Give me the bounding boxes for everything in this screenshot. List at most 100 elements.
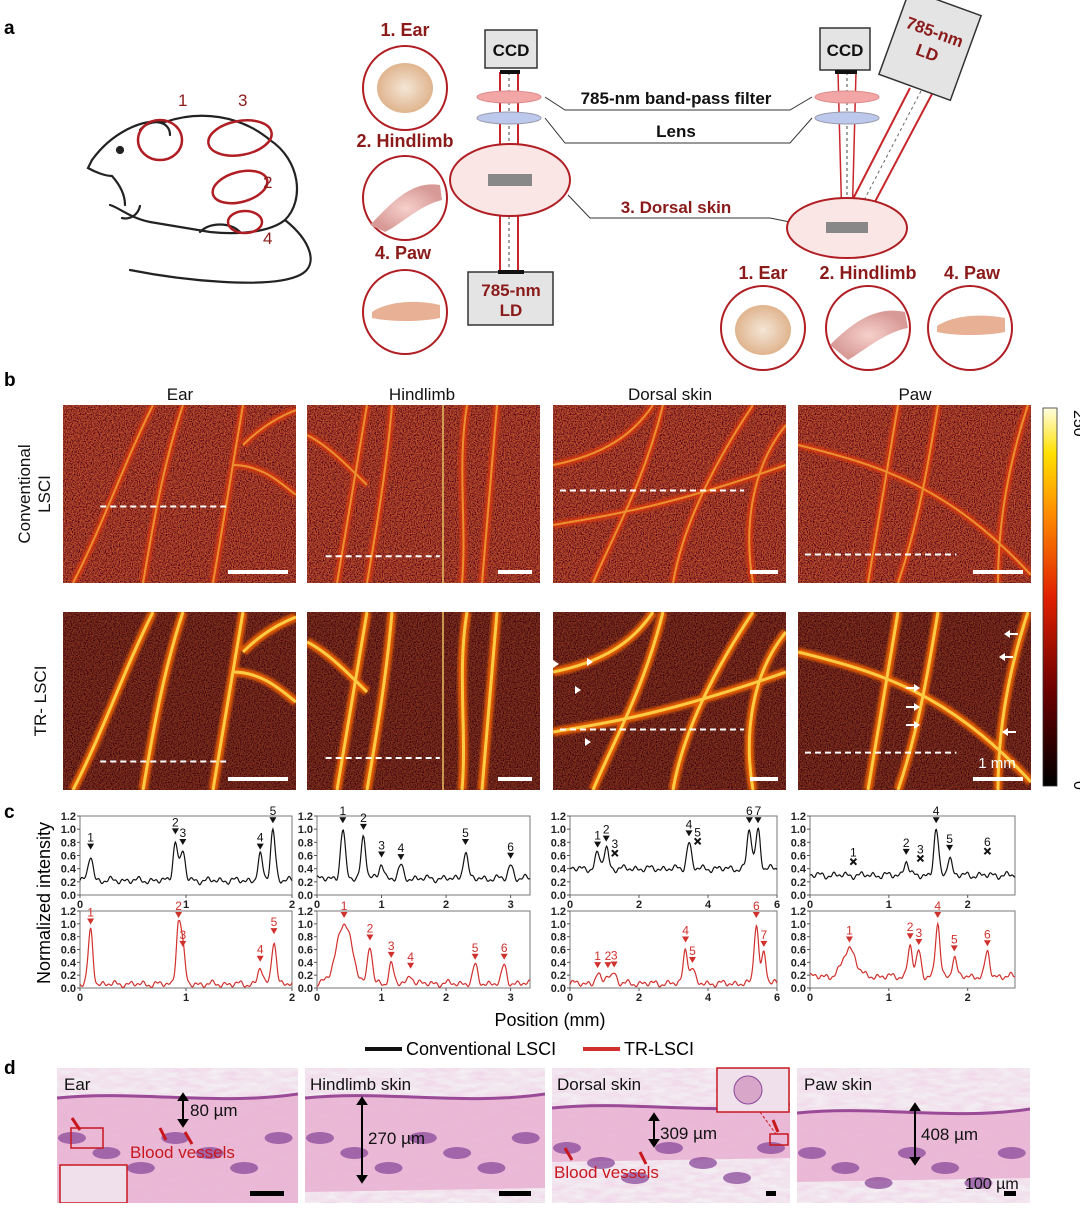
peak-label: 7 [755, 804, 762, 818]
profile-line [569, 924, 778, 988]
profile-line [316, 923, 531, 988]
x-tick-label: 0 [314, 899, 320, 911]
x-tick-label: 0 [807, 899, 813, 911]
profile-line [809, 921, 1016, 981]
scale-bar [498, 777, 532, 781]
peak-marker-triangle [87, 918, 95, 925]
profile-line [79, 826, 293, 886]
peak-marker-triangle [175, 912, 183, 919]
epidermis [797, 1107, 1030, 1116]
scale-bar [973, 777, 1023, 781]
gland [306, 1132, 334, 1144]
peak-marker-triangle [378, 851, 386, 858]
y-tick-label: 0.2 [791, 970, 806, 982]
white-arrowhead-icon [1004, 630, 1010, 638]
gland [997, 1147, 1026, 1159]
red-arrow-icon [638, 1151, 648, 1165]
y-tick-label: 0.0 [551, 890, 566, 902]
y-tick-label: 1.0 [791, 919, 806, 931]
x-tick-label: 2 [443, 992, 449, 1004]
row-label-conventional-line2: LSCI [35, 475, 54, 513]
y-tick-label: 0.0 [298, 890, 313, 902]
peak-label: 2 [605, 949, 612, 963]
gland [655, 1142, 683, 1154]
white-arrowhead-icon [587, 658, 593, 666]
y-tick-label: 0.2 [791, 877, 806, 889]
speckle-image-tr-hindlimb [307, 612, 540, 790]
y-tick-label: 1.0 [298, 824, 313, 836]
gland [92, 1147, 121, 1159]
dorsal-skin-label: 3. Dorsal skin [621, 198, 732, 217]
gland [443, 1147, 472, 1159]
mouse-region-markers [136, 118, 273, 235]
y-tick-label: 0.8 [298, 837, 313, 849]
peak-label: 2 [903, 836, 910, 850]
ear-photo [362, 45, 448, 131]
white-arrowhead-icon [553, 660, 559, 668]
peak-label: 3 [915, 926, 922, 940]
panel-label-a: a [4, 18, 15, 39]
x-tick-label: 0 [567, 899, 573, 911]
gland [897, 1147, 926, 1159]
peak-marker-triangle [845, 936, 853, 943]
histology-title-paw: Paw skin [804, 1075, 872, 1094]
gland [723, 1172, 751, 1184]
y-tick-label: 1.0 [791, 824, 806, 836]
gland [757, 1142, 785, 1154]
scale-bar [750, 570, 778, 574]
gland [161, 1132, 190, 1144]
scale-bar [498, 570, 532, 574]
peak-label: 6 [501, 941, 508, 955]
peak-label: 3 [611, 948, 618, 962]
callout-lines [544, 96, 813, 223]
scale-bar [499, 1191, 531, 1196]
red-arrow-icon [563, 1147, 574, 1161]
y-tick-label: 0.4 [791, 864, 807, 876]
speckle-image-conventional-hindlimb [307, 405, 540, 583]
profile-line [79, 920, 293, 989]
scale-bar [766, 1191, 776, 1196]
gland [264, 1132, 293, 1144]
histology-image-paw [797, 1068, 1030, 1203]
y-tick-label: 0.2 [551, 970, 566, 982]
gland [408, 1132, 437, 1144]
peak-marker-triangle [915, 939, 923, 946]
peak-marker-triangle [461, 838, 469, 845]
left-ld-label-line1: 785-nm [481, 281, 541, 300]
colorbar-min-label: 0 [1070, 781, 1080, 790]
peak-marker-triangle [752, 912, 760, 919]
gland [553, 1142, 581, 1154]
y-tick-label: 0.0 [791, 983, 806, 995]
peak-marker-triangle [902, 848, 910, 855]
colorbar [1042, 407, 1058, 787]
gland [340, 1147, 369, 1159]
peak-marker-triangle [179, 838, 187, 845]
peak-label: 3 [179, 928, 186, 942]
gland [126, 1162, 155, 1174]
speckle-image-tr-paw: 1 mm [798, 612, 1031, 790]
y-tick-label: 0.0 [551, 983, 566, 995]
peak-marker-triangle [471, 953, 479, 960]
y-tick-label: 0.8 [791, 837, 806, 849]
peak-marker-triangle [745, 817, 753, 824]
y-tick-label: 0.6 [61, 945, 76, 957]
row-label-conventional-line1: Conventional [15, 444, 34, 543]
peak-marker-cross [611, 849, 619, 857]
y-tick-label: 0.6 [298, 945, 313, 957]
y-tick-label: 0.8 [61, 837, 76, 849]
y-tick-label: 0.4 [61, 864, 77, 876]
peak-marker-triangle [340, 912, 348, 919]
peak-marker-triangle [507, 852, 515, 859]
scale-bar [228, 777, 288, 781]
mouse-region-4: 4 [263, 229, 272, 248]
panel-label-c: c [4, 802, 15, 823]
gland [230, 1162, 259, 1174]
peak-marker-triangle [594, 841, 602, 848]
peak-marker-triangle [906, 933, 914, 940]
peak-marker-triangle [604, 962, 612, 969]
histology-image-hindlimb [305, 1068, 545, 1203]
peak-label: 6 [984, 927, 991, 941]
